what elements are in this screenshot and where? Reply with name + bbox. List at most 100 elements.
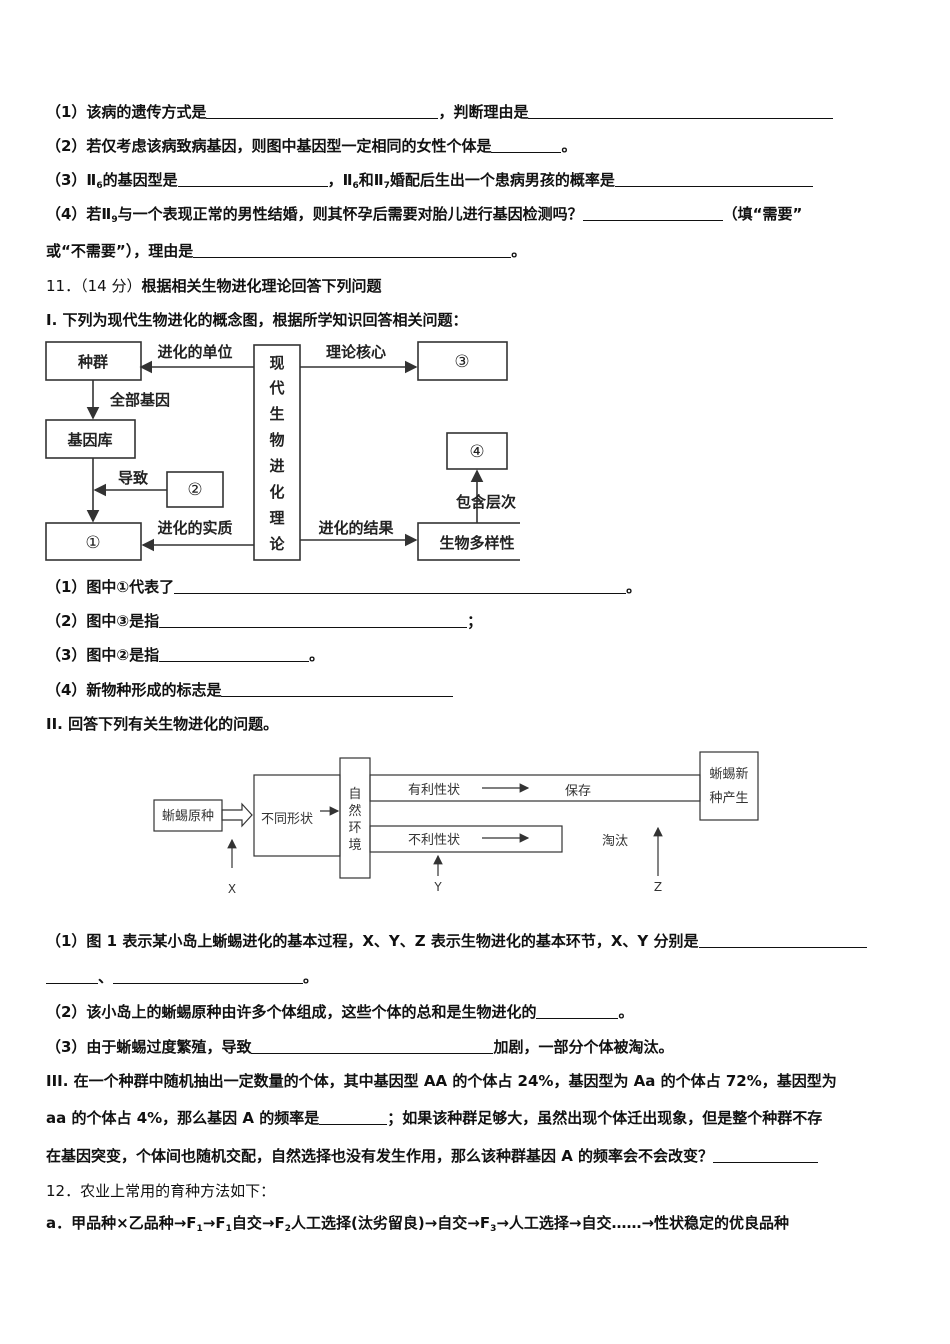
arrow-label-hexin: 理论核心: [326, 343, 386, 361]
answer-blank[interactable]: [174, 577, 627, 594]
label-z: Z: [654, 880, 662, 894]
q11-part3-line2: aa 的个体占 4%，那么基因 A 的频率是；如果该种群足够大，虽然出现个体迁出…: [46, 1107, 822, 1129]
q10-line-3: （3）Ⅱ6的基因型是，Ⅱ6和Ⅱ7婚配后生出一个患病男孩的概率是: [46, 169, 813, 197]
q11-part2-heading: II. 回答下列有关生物进化的问题。: [46, 715, 279, 733]
q11-p2-1b: 、。: [46, 966, 318, 988]
answer-blank[interactable]: [206, 102, 439, 119]
q11-p2-1-text: （1）图 1 表示某小岛上蜥蜴进化的基本过程，X、Y、Z 表示生物进化的基本环节…: [46, 932, 699, 950]
question-title: 根据相关生物进化理论回答下列问题: [141, 277, 382, 295]
punct: 。: [626, 578, 642, 596]
q10-3-prefix: （3）Ⅱ: [46, 171, 97, 189]
answer-blank[interactable]: [713, 1146, 819, 1163]
q10-line-5: 或“不需要”），理由是。: [46, 240, 526, 262]
answer-blank[interactable]: [221, 680, 454, 697]
answer-blank[interactable]: [614, 170, 813, 187]
q11-2: （2）图中③是指 ；: [46, 610, 482, 632]
q11-p2-3: （3）由于蜥蜴过度繁殖，导致加剧，一部分个体被淘汰。: [46, 1036, 673, 1058]
label-zhongqun: 种群: [77, 353, 108, 371]
q11-4: （4）新物种形成的标志是: [46, 679, 454, 701]
q11-part3-line3: 在基因突变，个体间也随机交配，自然选择也没有发生作用，那么该种群基因 A 的频率…: [46, 1145, 819, 1167]
center-char: 现: [269, 354, 284, 372]
punct: 。: [618, 1003, 634, 1021]
q11-p2-2: （2）该小岛上的蜥蜴原种由许多个体组成，这些个体的总和是生物进化的 。: [46, 1001, 633, 1023]
q10-line-4: （4）若Ⅱ9与一个表现正常的男性结婚，则其怀孕后需要对胎儿进行基因检测吗？（填“…: [46, 203, 802, 231]
label-butong: 不同形状: [261, 812, 313, 827]
q11-title: 11．（14 分）根据相关生物进化理论回答下列问题: [46, 275, 381, 297]
box-xinzhong: [699, 751, 759, 821]
punct: 。: [561, 137, 577, 155]
answer-blank[interactable]: [193, 241, 512, 258]
q11-3: （3）图中②是指 。: [46, 644, 324, 666]
subscript: 1: [225, 1224, 232, 1234]
arrow-label-quanbu: 全部基因: [109, 391, 170, 409]
arrow-label-jieguo: 进化的结果: [318, 519, 394, 537]
q11-p2-2-text: （2）该小岛上的蜥蜴原种由许多个体组成，这些个体的总和是生物进化的: [46, 1003, 537, 1021]
label-circle-3: ③: [454, 352, 469, 372]
q10-line-2: （2）若仅考虑该病致病基因，则图中基因型一定相同的女性个体是。: [46, 135, 576, 157]
q10-3-text4: 婚配后生出一个患病男孩的概率是: [389, 171, 615, 189]
label-shengwu: 生物多样性: [439, 534, 514, 552]
q10-1-mid: ，判断理由是: [438, 103, 529, 121]
label-ziran-char: 然: [348, 803, 361, 819]
q11-3-text: （3）图中②是指: [46, 646, 160, 664]
q10-3-text3: 和Ⅱ: [358, 171, 384, 189]
part3-text: aa 的个体占 4%，那么基因 A 的频率是: [46, 1109, 320, 1127]
box-3: [417, 341, 508, 381]
label-jiyinku: 基因库: [66, 431, 112, 449]
answer-blank[interactable]: [536, 1002, 619, 1019]
answer-blank[interactable]: [698, 931, 867, 948]
subscript: 2: [284, 1224, 291, 1234]
label-y: Y: [433, 880, 442, 894]
label-circle-2: ②: [187, 480, 202, 500]
q11-part3-line1: III. 在一个种群中随机抽出一定数量的个体，其中基因型 AA 的个体占 24%…: [46, 1072, 837, 1090]
punct: 、: [98, 968, 114, 986]
label-circle-4: ④: [469, 442, 484, 462]
lizard-evolution-diagram: 蜥蜴原种 不同形状 自 然 环 境 有利性状 保存 不利性状 淘汰 蜥蜴新 种产…: [153, 751, 759, 896]
punct: 加剧，一部分个体被淘汰。: [493, 1038, 674, 1056]
answer-blank[interactable]: [528, 102, 834, 119]
answer-blank[interactable]: [159, 611, 468, 628]
arrow-label-cengci: 包含层次: [456, 493, 516, 511]
part3-text3: 在基因突变，个体间也随机交配，自然选择也没有发生作用，那么该种群基因 A 的频率…: [46, 1147, 714, 1165]
answer-blank[interactable]: [177, 170, 328, 187]
label-ziran-char: 环: [348, 821, 361, 836]
center-char: 化: [269, 483, 284, 501]
answer-blank[interactable]: [46, 967, 98, 984]
answer-blank[interactable]: [319, 1108, 388, 1125]
box-center: [253, 344, 301, 561]
center-char: 物: [269, 431, 284, 449]
punct: 。: [303, 968, 319, 986]
subscript: 3: [490, 1224, 497, 1234]
bar-buli: [369, 825, 563, 853]
box-1: [45, 522, 142, 561]
label-buli: 不利性状: [408, 833, 460, 848]
answer-blank[interactable]: [491, 136, 562, 153]
label-ziran-char: 境: [348, 838, 361, 853]
label-xinzhong: 种产生: [709, 791, 748, 806]
answer-blank[interactable]: [159, 645, 310, 662]
q12-a-text: →人工选择→自交……→性状稳定的优良品种: [496, 1214, 790, 1232]
q11-2-text: （2）图中③是指: [46, 612, 160, 630]
punct: ；: [467, 612, 483, 630]
punct: 。: [309, 646, 325, 664]
center-char: 代: [268, 379, 284, 397]
q12-a-text: 人工选择(汰劣留良)→自交→F: [290, 1214, 491, 1232]
label-x: X: [228, 882, 236, 896]
answer-blank[interactable]: [582, 204, 723, 221]
label-circle-1: ①: [85, 533, 100, 553]
q11-1: （1）图中①代表了 。: [46, 576, 641, 598]
punct: 。: [511, 242, 527, 260]
label-xinzhong: 蜥蜴新: [709, 766, 748, 782]
q10-4-prefix: （4）若Ⅱ: [46, 205, 112, 223]
arrow-label-danwei: 进化的单位: [157, 343, 232, 361]
q10-1-prefix: （1）该病的遗传方式是: [46, 103, 207, 121]
box-jiyinku: [45, 419, 136, 459]
q11-1-text: （1）图中①代表了: [46, 578, 175, 596]
label-yuanzhong: 蜥蜴原种: [162, 809, 214, 824]
subscript: 6: [96, 181, 103, 191]
q10-line-1: （1）该病的遗传方式是 ，判断理由是: [46, 101, 834, 123]
subscript: 6: [352, 181, 359, 191]
answer-blank[interactable]: [251, 1037, 494, 1054]
center-char: 理: [269, 509, 284, 527]
answer-blank[interactable]: [113, 967, 304, 984]
